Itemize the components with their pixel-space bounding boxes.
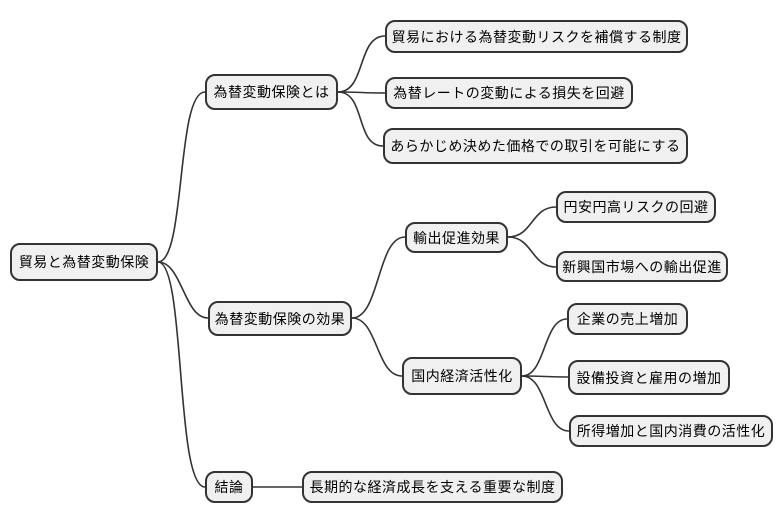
node-leaf-avoid-loss: 為替レートの変動による損失を回避	[385, 77, 633, 109]
node-leaf-emerging-markets: 新興国市場への輸出促進	[556, 251, 728, 282]
node-child-export-promotion: 輸出促進効果	[405, 222, 508, 253]
node-leaf-compensation-system: 貿易における為替変動リスクを補償する制度	[385, 20, 688, 53]
edge-child2-leaf1	[521, 318, 568, 377]
node-leaf-income-consumption: 所得増加と国内消費の活性化	[569, 415, 773, 447]
edge-root-branch1	[157, 91, 206, 263]
edge-branch2-child1	[351, 236, 406, 319]
edge-child1-leaf2	[507, 236, 557, 268]
node-leaf-yen-risk-avoidance: 円安円高リスクの回避	[556, 191, 716, 223]
node-branch-what-is: 為替変動保険とは	[205, 74, 338, 110]
edge-branch2-child2	[351, 317, 403, 377]
edge-child2-leaf2	[521, 375, 569, 378]
node-leaf-sales-increase: 企業の売上増加	[567, 303, 688, 335]
edge-child1-leaf1	[507, 206, 557, 238]
node-leaf-fixed-price-trade: あらかじめ決めた価格での取引を可能にする	[383, 128, 688, 164]
node-child-domestic-economy: 国内経済活性化	[402, 357, 522, 395]
edge-root-branch2	[157, 261, 209, 319]
node-root: 貿易と為替変動保険	[10, 243, 158, 281]
node-leaf-long-term-growth: 長期的な経済成長を支える重要な制度	[302, 471, 563, 503]
node-leaf-investment-employment: 設備投資と雇用の増加	[568, 360, 730, 395]
edge-root-branch3	[157, 261, 206, 488]
edge-branch1-leaf3	[337, 91, 384, 147]
edge-child2-leaf3	[521, 375, 570, 432]
node-branch-conclusion: 結論	[205, 471, 253, 503]
edge-branch1-leaf1	[337, 35, 386, 93]
node-branch-effects: 為替変動保険の効果	[208, 301, 352, 336]
